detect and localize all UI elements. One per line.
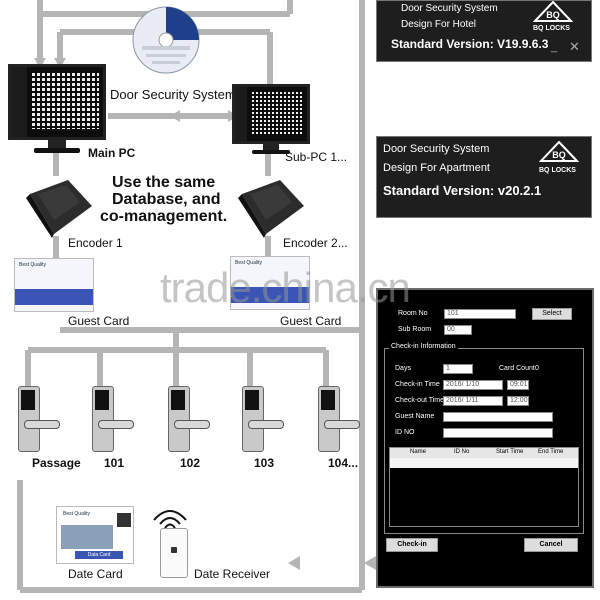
- apartment-banner-version: Standard Version: v20.2.1: [383, 183, 542, 198]
- close-icon[interactable]: ✕: [569, 39, 580, 54]
- encoder-2-device: [236, 176, 308, 238]
- apartment-banner-line2: Design For Apartment: [383, 162, 490, 174]
- checkin-form-panel: Room No 101 Select Sub Room 00 Check-in …: [376, 288, 594, 588]
- wireless-signal-icon: [150, 506, 190, 530]
- sub-room-label: Sub Room: [398, 326, 432, 333]
- diagram-title: Door Security System: [110, 87, 236, 102]
- door-lock-102-label: 102: [180, 456, 201, 470]
- bq-locks-logo-icon-2: BQ: [538, 140, 580, 169]
- checkout-time-label: Check-out Time: [395, 397, 445, 404]
- hotel-banner-logo-text: BQ LOCKS: [533, 25, 570, 32]
- checkin-info-group: Check-in Information Days 1 Card Count 0…: [384, 343, 584, 534]
- date-card-strip: Data Card: [75, 551, 123, 559]
- door-lock-101: [92, 386, 134, 454]
- door-lock-104: [318, 386, 360, 454]
- door-lock-passage-label: Passage: [32, 456, 81, 470]
- guest-card-1-text: Best Quality: [19, 262, 46, 268]
- sub-pc-monitor: [232, 84, 310, 154]
- guest-card-2-text: Best Quality: [235, 260, 262, 266]
- apartment-banner-line1: Door Security System: [383, 143, 490, 155]
- bq-locks-logo-icon: BQ: [532, 0, 574, 29]
- door-lock-102: [168, 386, 210, 454]
- days-field[interactable]: 1: [443, 364, 473, 374]
- card-count-value: 0: [535, 365, 539, 372]
- col-id-header: ID No: [454, 449, 470, 455]
- checkin-date-field[interactable]: 2016/ 1/10: [443, 380, 503, 390]
- door-lock-104-label: 104...: [328, 456, 359, 470]
- main-pc-label: Main PC: [88, 146, 136, 160]
- id-no-field[interactable]: [443, 428, 553, 438]
- guest-table: Name ID No Start Time End Time: [389, 447, 579, 527]
- room-no-label: Room No: [398, 310, 428, 317]
- watermark: trade.china.cn: [160, 264, 411, 311]
- minimize-icon[interactable]: _: [551, 41, 558, 53]
- door-lock-101-label: 101: [104, 456, 125, 470]
- encoder-2-label: Encoder 2...: [283, 236, 348, 250]
- date-card-text: Best Quality: [63, 511, 90, 517]
- checkin-clock-field[interactable]: 09:01: [507, 380, 529, 390]
- shared-database-note-line3: co-management.: [100, 208, 228, 225]
- door-lock-passage: [18, 386, 60, 454]
- cancel-button[interactable]: Cancel: [524, 538, 578, 552]
- guest-card-2: Best Quality: [230, 256, 310, 310]
- guest-table-header: Name ID No Start Time End Time: [390, 448, 578, 458]
- hotel-banner-version: Standard Version: V19.9.6.3: [391, 37, 549, 51]
- software-cd-icon: [132, 6, 200, 74]
- date-receiver-device: [160, 528, 188, 578]
- encoder-1-device: [24, 176, 96, 238]
- guest-name-label: Guest Name: [395, 413, 435, 420]
- guest-name-field[interactable]: [443, 412, 553, 422]
- shared-database-note-line1: Use the same: [112, 174, 216, 191]
- checkout-clock-field[interactable]: 12:00: [507, 396, 529, 406]
- encoder-1-label: Encoder 1: [68, 236, 123, 250]
- checkin-info-title: Check-in Information: [389, 343, 458, 350]
- sub-pc-label: Sub-PC 1...: [285, 150, 348, 164]
- door-lock-103: [242, 386, 284, 454]
- svg-text:BQ: BQ: [546, 10, 560, 20]
- date-receiver-label: Date Receiver: [194, 567, 271, 581]
- col-end-header: End Time: [538, 449, 564, 455]
- checkin-time-label: Check-in Time: [395, 381, 440, 388]
- room-no-field[interactable]: 101: [444, 309, 516, 319]
- guest-card-2-label: Guest Card: [280, 314, 342, 328]
- checkout-date-field[interactable]: 2016/ 1/11: [443, 396, 503, 406]
- hotel-version-banner: Door Security System Design For Hotel St…: [376, 0, 592, 62]
- apartment-banner-logo-text: BQ LOCKS: [539, 167, 576, 174]
- sub-room-select[interactable]: 00: [444, 325, 472, 335]
- hotel-banner-line1: Door Security System: [401, 3, 498, 14]
- select-button[interactable]: Select: [532, 308, 572, 320]
- id-no-label: ID NO: [395, 429, 415, 436]
- card-count-label: Card Count: [499, 365, 535, 372]
- days-label: Days: [395, 365, 411, 372]
- col-start-header: Start Time: [496, 449, 524, 455]
- table-row[interactable]: [390, 458, 578, 468]
- door-lock-103-label: 103: [254, 456, 275, 470]
- guest-card-1: Best Quality: [14, 258, 94, 312]
- checkin-button[interactable]: Check-in: [386, 538, 438, 552]
- guest-card-1-label: Guest Card: [68, 314, 130, 328]
- date-card-label: Date Card: [68, 567, 123, 581]
- svg-text:BQ: BQ: [552, 150, 566, 160]
- hotel-banner-line2: Design For Hotel: [401, 19, 477, 30]
- shared-database-note-line2: Database, and: [112, 191, 221, 208]
- date-card: Best Quality Data Card: [56, 506, 134, 564]
- main-pc-monitor: [8, 64, 106, 154]
- col-name-header: Name: [410, 449, 427, 455]
- apartment-version-banner: Door Security System Design For Apartmen…: [376, 136, 592, 218]
